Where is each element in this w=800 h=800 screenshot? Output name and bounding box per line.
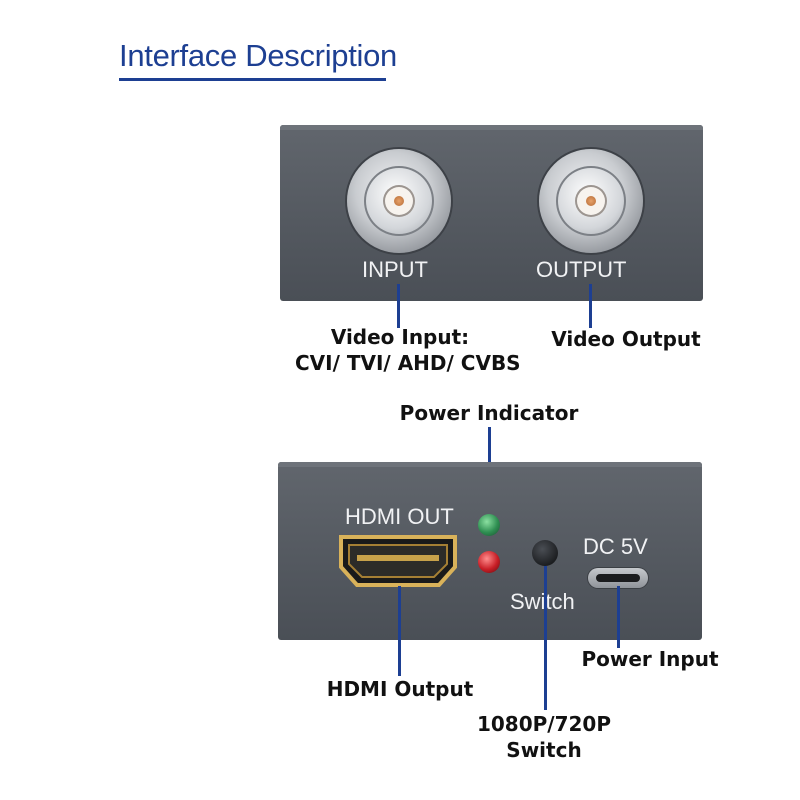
dc-power-port-label: DC 5V	[583, 534, 648, 559]
bnc-output-pin	[586, 196, 596, 206]
resolution-switch-callout-subtitle: Switch	[506, 738, 582, 762]
resolution-switch-callout-title: 1080P/720P	[476, 712, 612, 736]
video-output-callout: Video Output	[551, 327, 701, 351]
hdmi-output-callout-line	[398, 586, 401, 676]
micro-usb-port-icon	[588, 568, 648, 588]
green-led-icon	[478, 514, 500, 536]
switch-button-icon[interactable]	[532, 540, 558, 566]
bnc-input-connector-icon	[347, 149, 451, 253]
power-input-callout: Power Input	[581, 647, 719, 671]
power-input-callout-line	[617, 586, 620, 648]
page-title: Interface Description	[119, 38, 397, 73]
input-port-label: INPUT	[362, 257, 428, 282]
resolution-switch-callout-line	[544, 566, 547, 710]
output-port-label: OUTPUT	[536, 257, 627, 282]
video-input-callout-formats: CVI/ TVI/ AHD/ CVBS	[295, 351, 521, 375]
bnc-input-pin	[394, 196, 404, 206]
video-output-callout-line	[589, 284, 592, 328]
title-underline	[119, 78, 386, 81]
power-indicator-callout: Power Indicator	[399, 401, 579, 425]
bottom-panel-edge	[278, 462, 702, 467]
hdmi-output-callout: HDMI Output	[326, 677, 474, 701]
hdmi-port-icon	[337, 533, 459, 589]
hdmi-out-port-label: HDMI OUT	[345, 504, 454, 529]
video-input-callout-title: Video Input:	[330, 325, 470, 349]
switch-label: Switch	[510, 589, 575, 614]
micro-usb-slot	[596, 574, 640, 582]
red-led-icon	[478, 551, 500, 573]
top-panel-edge	[280, 125, 703, 130]
video-input-callout-line	[397, 284, 400, 328]
bnc-output-connector-icon	[539, 149, 643, 253]
